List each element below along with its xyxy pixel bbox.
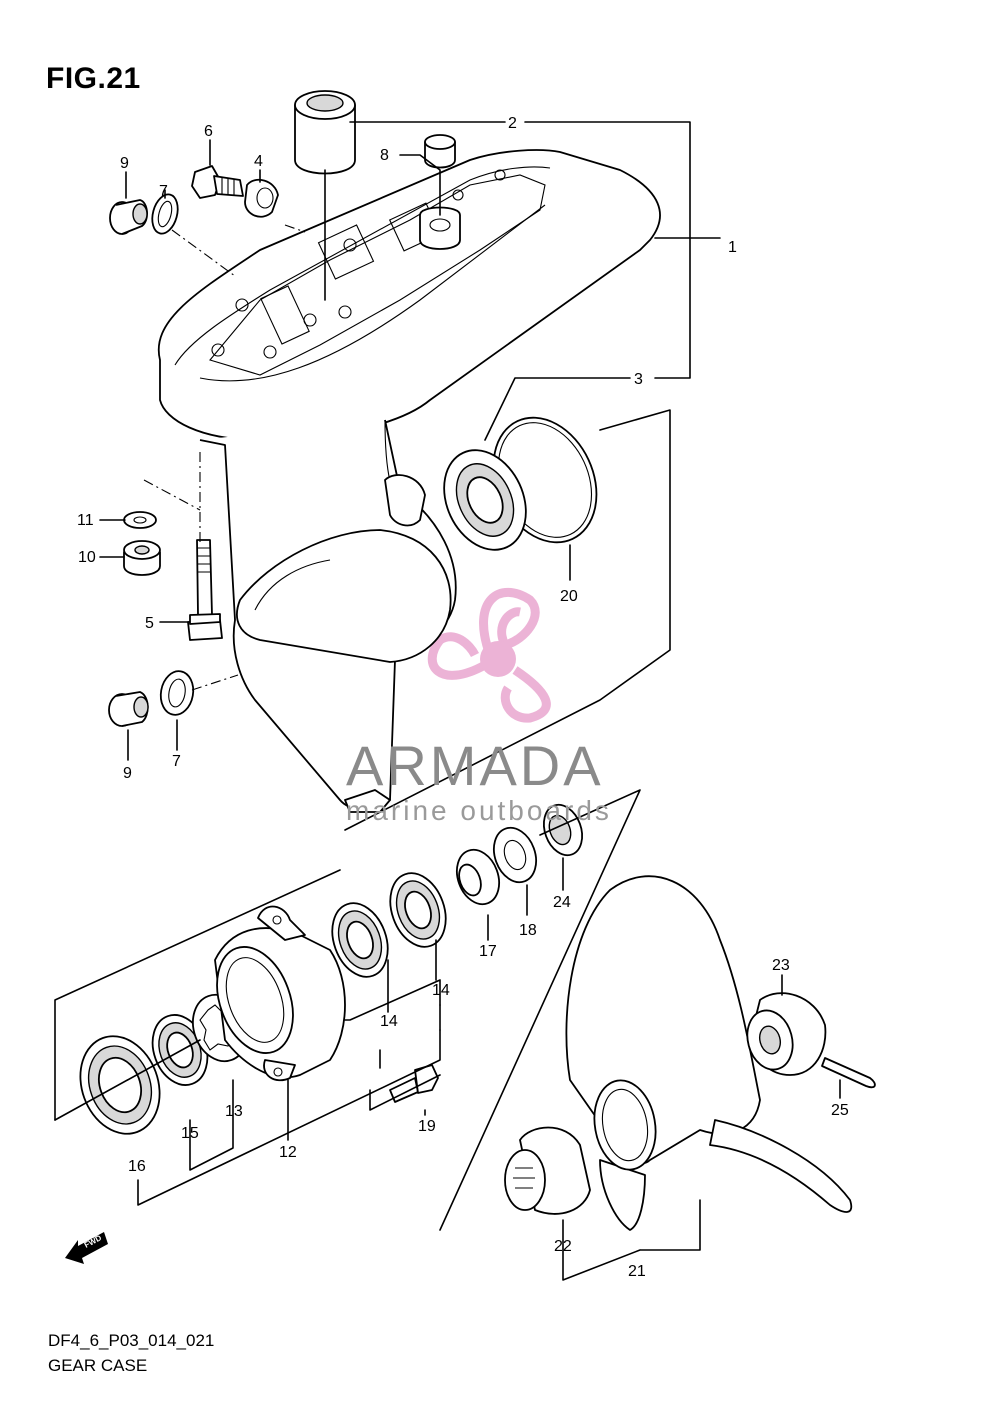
callout-9-lower: 9	[123, 765, 132, 782]
bearing-15	[151, 1014, 209, 1086]
drain-plug-lower	[108, 691, 149, 727]
fwd-arrow-icon: FWD	[65, 1232, 108, 1264]
figure-title: FIG.21	[46, 62, 141, 95]
gasket-lower	[159, 670, 195, 716]
pin-8	[424, 134, 456, 169]
watermark-brand: ARMADA	[346, 734, 604, 797]
callout-5: 5	[145, 615, 154, 632]
bearing-14b	[389, 872, 447, 948]
callout-6: 6	[204, 123, 213, 140]
callout-2: 2	[508, 115, 517, 132]
bearing-3	[443, 449, 527, 551]
callout-18: 18	[519, 922, 537, 939]
diagram-name: GEAR CASE	[48, 1356, 148, 1375]
cotter-pin-25	[821, 1057, 876, 1089]
bolt-6	[191, 165, 244, 199]
callout-20: 20	[560, 588, 578, 605]
collar-4	[244, 178, 279, 218]
propeller-21	[565, 875, 853, 1231]
bearing-14a	[331, 902, 389, 978]
nut-10	[123, 540, 161, 576]
callout-15: 15	[181, 1125, 199, 1142]
washer-11	[123, 511, 157, 529]
callout-10: 10	[78, 549, 96, 566]
callout-14a: 14	[380, 1013, 398, 1030]
diagram-code: DF4_6_P03_014_021	[48, 1331, 215, 1350]
callout-12: 12	[279, 1144, 297, 1161]
callout-19: 19	[418, 1118, 436, 1135]
bushing-24	[542, 803, 584, 857]
callout-17: 17	[479, 943, 497, 960]
gear-17	[456, 848, 500, 906]
watermark-tagline: marine outboards	[346, 795, 612, 826]
callout-4: 4	[254, 153, 263, 170]
callout-7-upper: 7	[159, 183, 168, 200]
leader-lines	[54, 121, 841, 1281]
callout-8: 8	[380, 147, 389, 164]
armada-logo-icon	[427, 587, 551, 723]
callout-14b: 14	[432, 982, 450, 999]
callout-21: 21	[628, 1263, 646, 1280]
callout-1: 1	[728, 239, 737, 256]
shaft-housing-12	[214, 905, 346, 1082]
callout-11: 11	[77, 512, 94, 529]
callout-22: 22	[554, 1238, 572, 1255]
callout-3: 3	[634, 371, 643, 388]
callout-numbers: 1 2 3 4 5 6 7 7 8 9 9 10 11 12 13 14 14 …	[77, 115, 849, 1280]
stud-bolt-5	[187, 539, 223, 641]
callout-13: 13	[225, 1103, 243, 1120]
drain-plug-upper	[109, 199, 148, 235]
callout-7-lower: 7	[172, 753, 181, 770]
callout-23: 23	[772, 957, 790, 974]
propeller-nut-23	[746, 992, 827, 1076]
bushing-22	[504, 1126, 591, 1215]
callout-25: 25	[831, 1102, 849, 1119]
gear-case-housing	[157, 149, 661, 813]
callout-24: 24	[553, 894, 571, 911]
callout-16: 16	[128, 1158, 146, 1175]
callout-9-upper: 9	[120, 155, 129, 172]
dowel-pin-2	[294, 90, 356, 175]
washer-18	[493, 826, 537, 884]
